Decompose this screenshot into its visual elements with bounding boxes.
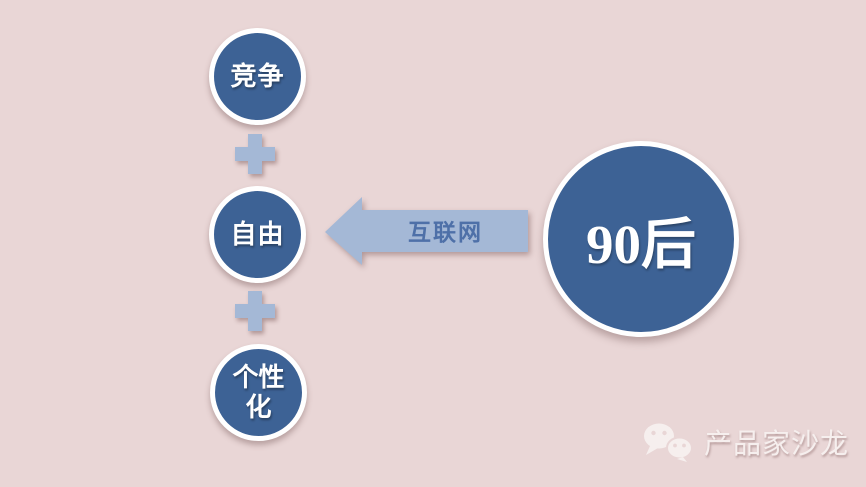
watermark: 产品家沙龙 (643, 422, 849, 462)
wechat-icon (644, 423, 693, 462)
plus-icon (235, 291, 275, 331)
concept-circle-label: 竞争 (230, 60, 285, 91)
internet-arrow: 互联网 (325, 197, 529, 265)
concept-circle-personalization: 个性化 (210, 344, 307, 441)
concept-circle-competition: 竞争 (209, 28, 306, 125)
concept-circle-freedom: 自由 (209, 186, 306, 283)
plus-icon (235, 134, 275, 174)
main-circle-label: 90后 (585, 214, 696, 275)
arrow-label: 互联网 (408, 219, 483, 245)
main-circle-90s: 90后 (543, 141, 739, 337)
concept-circle-label: 个性化 (232, 361, 285, 422)
watermark-label: 产品家沙龙 (704, 428, 850, 459)
left-arrow-icon (325, 197, 528, 265)
concept-circle-label: 自由 (230, 218, 285, 249)
